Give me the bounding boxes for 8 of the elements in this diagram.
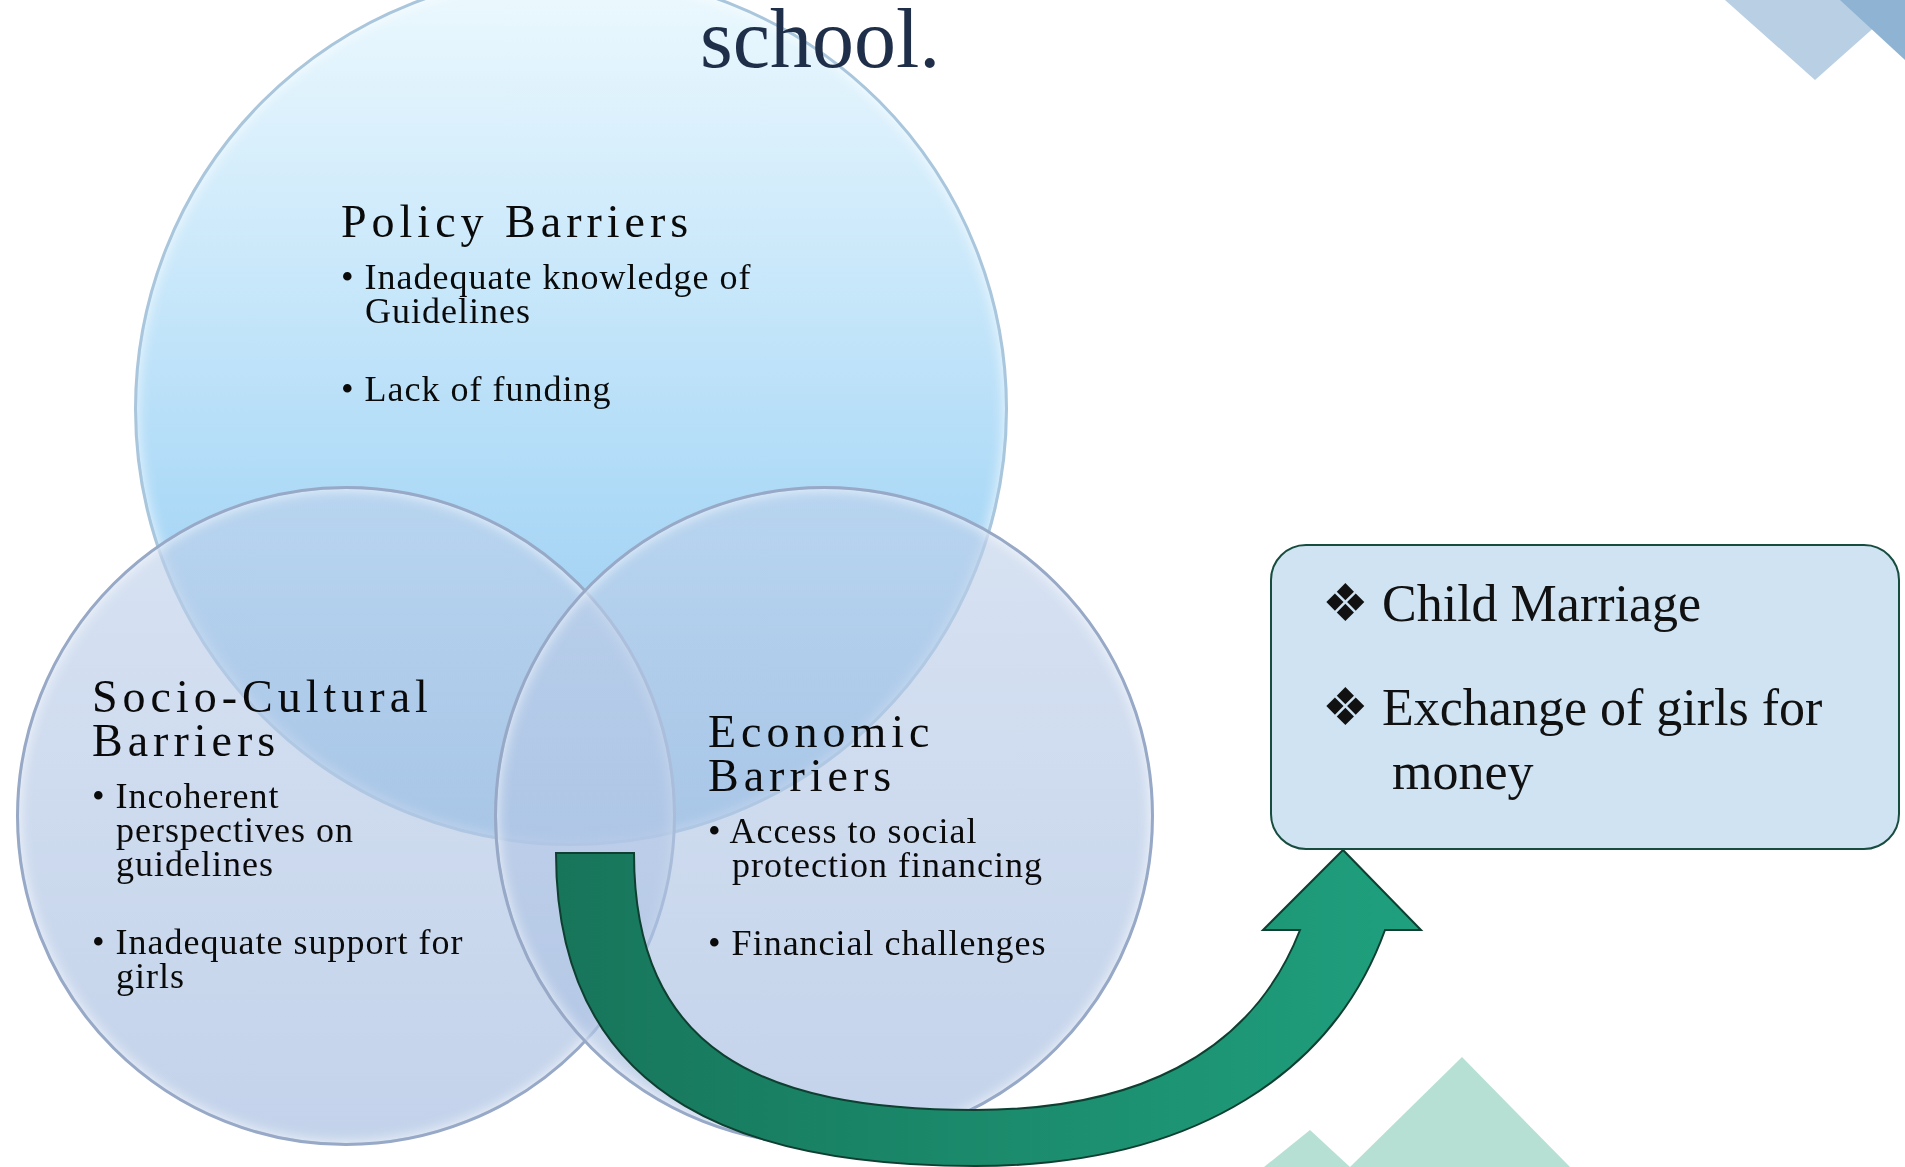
list-item: ❖ Child Marriage [1322, 574, 1703, 634]
title: school. [700, 0, 941, 87]
circle-heading: Socio-Cultural Barriers [92, 675, 434, 763]
bullet-item: • Inadequate knowledge of Guidelines [341, 260, 753, 328]
curved-arrow [555, 849, 1422, 1167]
circle-heading: Economic Barriers [708, 710, 936, 798]
rounded-box [1270, 544, 1900, 850]
list-item: ❖ Exchange of girls for money [1322, 678, 1824, 802]
